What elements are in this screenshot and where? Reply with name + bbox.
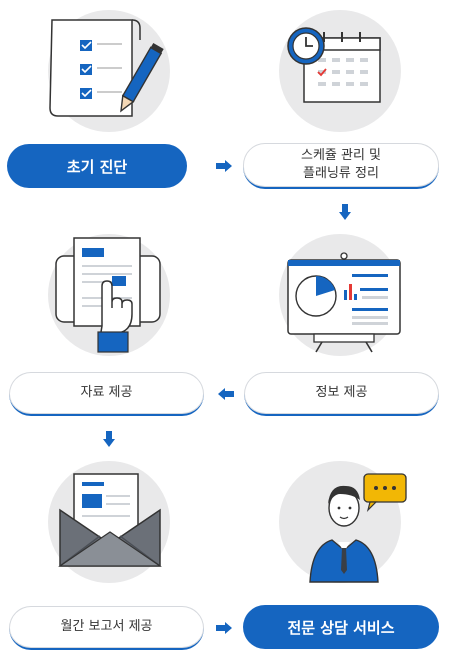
step-expert-consulting: 전문 상담 서비스 bbox=[243, 605, 439, 649]
arrow-right-icon-2 bbox=[216, 622, 232, 634]
step-expert-consulting-label: 전문 상담 서비스 bbox=[287, 618, 395, 637]
step-schedule-label-line2: 플래닝류 정리 bbox=[303, 166, 379, 181]
envelope-letter-icon bbox=[58, 473, 162, 567]
step-info-provision-label: 정보 제공 bbox=[315, 385, 368, 400]
arrow-right-icon bbox=[216, 160, 232, 172]
step-schedule-management: 스케쥴 관리 및 플래닝류 정리 bbox=[243, 143, 439, 189]
step-initial-diagnosis: 초기 진단 bbox=[7, 144, 187, 188]
arrow-down-icon-2 bbox=[103, 431, 115, 447]
presentation-board-icon bbox=[287, 252, 401, 353]
step-data-provision-label: 자료 제공 bbox=[80, 385, 133, 400]
step-schedule-label-line1: 스케쥴 관리 및 bbox=[300, 148, 382, 163]
arrow-left-icon bbox=[218, 388, 234, 400]
tablet-document-hand-icon bbox=[55, 237, 161, 353]
step-monthly-report: 월간 보고서 제공 bbox=[9, 606, 204, 650]
step-initial-diagnosis-label: 초기 진단 bbox=[66, 157, 128, 176]
arrow-down-icon bbox=[339, 204, 351, 220]
step-data-provision: 자료 제공 bbox=[9, 372, 204, 416]
step-monthly-report-label: 월간 보고서 제공 bbox=[60, 619, 153, 634]
consultant-speech-bubble-icon bbox=[309, 473, 407, 583]
step-info-provision: 정보 제공 bbox=[244, 372, 439, 416]
checklist-pencil-icon bbox=[49, 19, 164, 117]
clock-calendar-icon bbox=[287, 27, 381, 103]
